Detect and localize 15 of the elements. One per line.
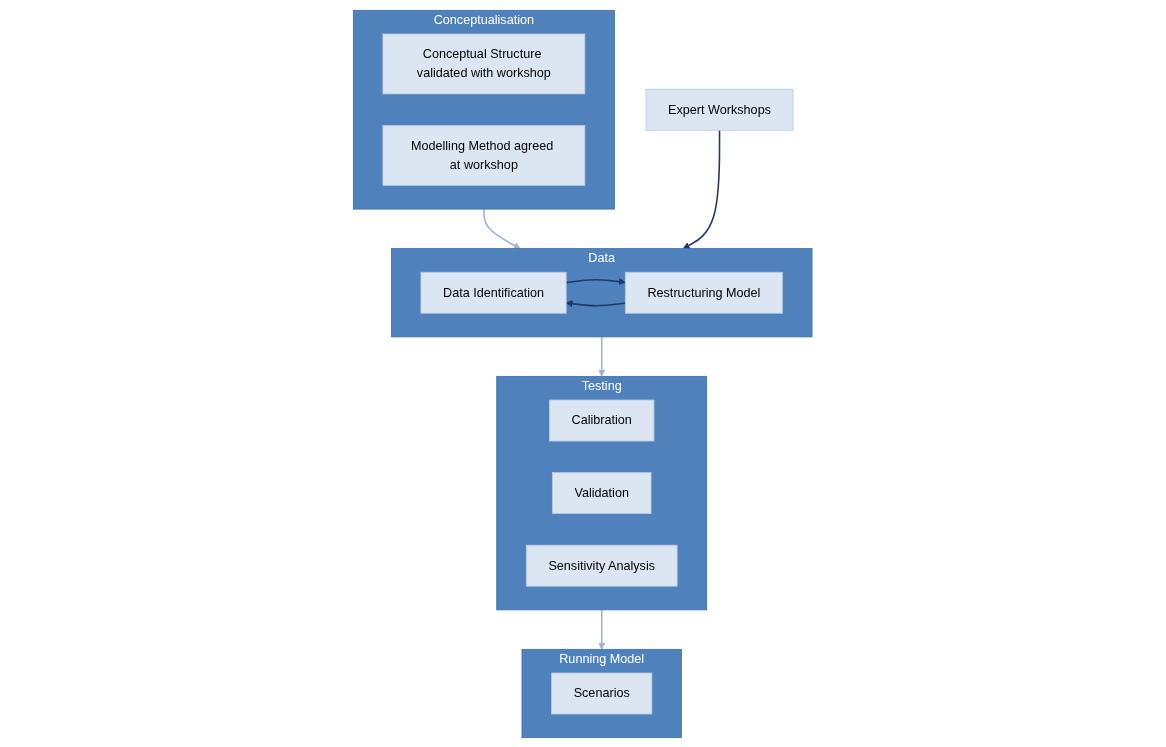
node-box: Expert Workshops (645, 88, 794, 131)
arrow (598, 608, 606, 650)
arrow (566, 299, 627, 307)
arrow (598, 335, 606, 377)
node-box: Modelling Method agreed at workshop (382, 124, 586, 186)
node-box: Restructuring Model (625, 271, 784, 314)
node-box: Data Identification (420, 271, 567, 314)
node-box: Conceptual Structure validated with workshop (382, 33, 586, 94)
node-box: Scenarios (551, 672, 653, 714)
node-box: Sensitivity Analysis (526, 544, 678, 587)
node-box: Calibration (549, 399, 655, 441)
node-box: Validation (552, 471, 652, 514)
arrow (683, 128, 721, 249)
arrow (483, 207, 521, 249)
arrow (565, 277, 626, 285)
